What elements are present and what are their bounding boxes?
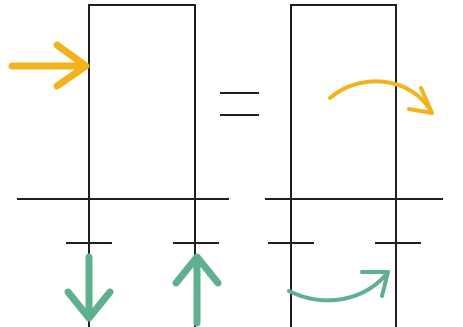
applied-force-arrow <box>8 41 90 90</box>
left-frame-body <box>88 4 196 327</box>
applied-moment-arrow-head <box>407 86 434 115</box>
applied-moment-arrow-curve <box>328 79 434 115</box>
support-moment-arrow-curve <box>287 270 390 303</box>
applied-force-arrow-head <box>53 41 90 90</box>
reaction-down-arrow <box>64 253 114 322</box>
right-frame <box>265 4 443 327</box>
reaction-up-arrow <box>172 253 222 327</box>
applied-moment-arrow <box>328 79 434 115</box>
reaction-up-arrow-head <box>172 253 222 287</box>
support-moment-arrow <box>287 270 390 303</box>
reaction-down-arrow-head <box>64 288 114 322</box>
right-frame-body <box>290 4 397 327</box>
left-frame <box>17 4 229 327</box>
support-moment-arrow-head <box>360 270 390 298</box>
equals-sign <box>220 92 259 116</box>
